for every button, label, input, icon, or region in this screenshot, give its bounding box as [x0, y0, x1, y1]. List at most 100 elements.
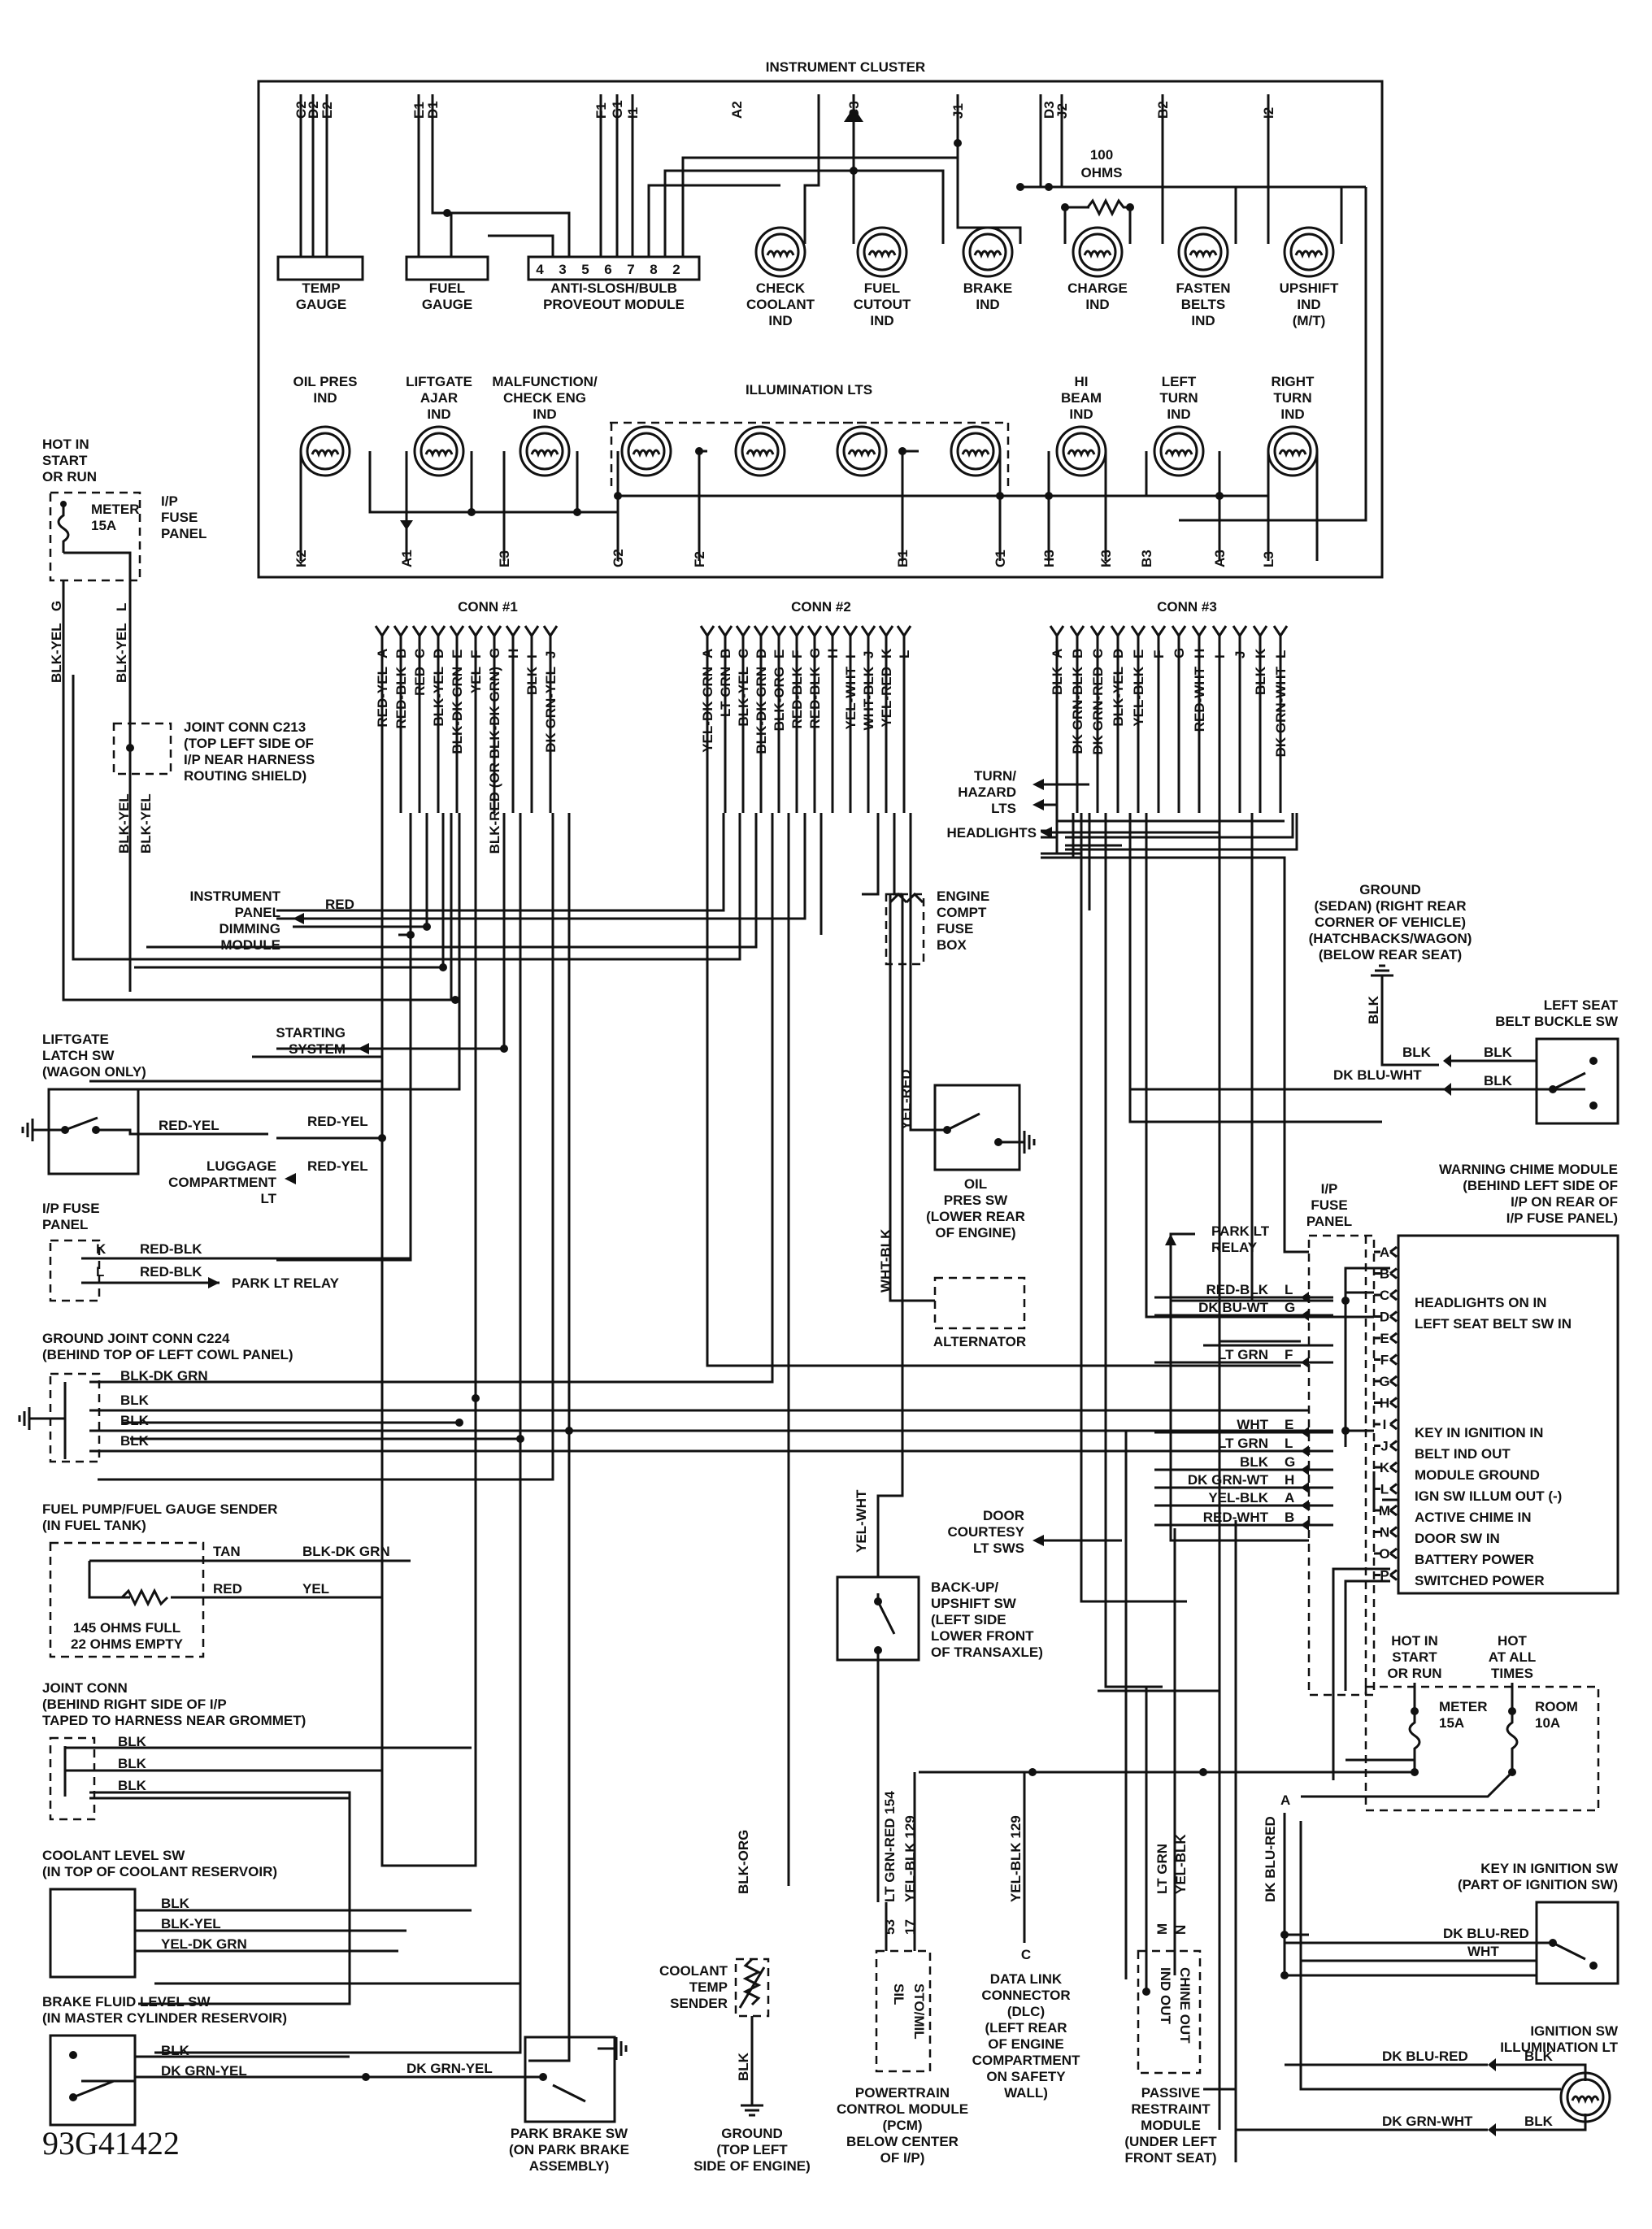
conn-pin-wire — [449, 625, 465, 813]
chime-pin-mark — [1374, 1526, 1398, 1538]
pcm-pin-1: 53 — [882, 1919, 898, 1935]
brake-fluid-2: (IN MASTER CYLINDER RESERVOIR) — [42, 2010, 287, 2026]
fuel-gauge — [405, 255, 489, 281]
park-brake-wire: DK GRN-YEL — [406, 2061, 493, 2076]
joint-c213-4: ROUTING SHIELD) — [184, 768, 306, 784]
chime-pin-mark — [1374, 1569, 1398, 1581]
chime-function: SWITCHED POWER — [1415, 1573, 1545, 1588]
conn-pin-wire — [1232, 625, 1248, 813]
conn-pin-wire — [1252, 625, 1268, 813]
module-pin: 2 — [672, 262, 680, 277]
chime-input-pin: E — [1285, 1417, 1293, 1432]
seat-belt-2: BELT BUCKLE SW — [1495, 1014, 1619, 1029]
illum-2: ILLUMINATION LT — [1500, 2040, 1618, 2055]
liftgate-3: (WAGON ONLY) — [42, 1064, 146, 1080]
park-lt-relay-2: RELAY — [1211, 1240, 1258, 1255]
module-pin: 8 — [650, 262, 657, 277]
joint-wire-1: BLK-YEL — [116, 793, 132, 854]
chime-pin-mark — [1374, 1353, 1398, 1366]
engine-fuse-4: BOX — [937, 937, 967, 953]
meter-fuse-2: 15A — [91, 518, 116, 533]
conn-pin: J — [1232, 651, 1248, 658]
chime-pin: F — [1380, 1353, 1389, 1368]
chime-function: ACTIVE CHIME IN — [1415, 1510, 1532, 1525]
chime-input-pin: F — [1285, 1347, 1293, 1362]
fuse-pin-g: G — [49, 601, 64, 611]
dlc-wire: YEL-BLK 129 — [1008, 1815, 1024, 1902]
chime-input-arrow — [1301, 1357, 1309, 1368]
pcm-label-1: POWERTRAIN — [855, 2085, 950, 2101]
cluster-component-labels: TEMPGAUGEFUELGAUGEANTI-SLOSH/BULBPROVEOU… — [293, 280, 1338, 422]
cluster-pin-top: A2 — [729, 101, 745, 119]
c224-1: GROUND JOINT CONN C224 — [42, 1331, 230, 1346]
dlc-7: ON SAFETY — [986, 2069, 1066, 2084]
chime-input-wire: DK BU-WT — [1198, 1300, 1269, 1315]
conn-pin: K — [879, 648, 894, 658]
conn-pin-wire — [1211, 625, 1228, 813]
door-courtesy-1: DOOR — [983, 1508, 1024, 1523]
left-side: HOT IN START OR RUN METER 15A I/P FUSE P… — [18, 437, 629, 2174]
conn-pin-wire — [771, 625, 787, 813]
chime-input-wire: LT GRN — [1218, 1347, 1268, 1362]
joint-c213-3: I/P NEAR HARNESS — [184, 752, 315, 767]
chime-function: KEY IN IGNITION IN — [1415, 1425, 1543, 1440]
hot-in-1: HOT IN — [42, 437, 89, 452]
joint-conn-2: (BEHIND RIGHT SIDE OF I/P — [42, 1697, 227, 1712]
conn-wire-label: BLK — [1050, 666, 1065, 695]
dlc-5: OF ENGINE — [988, 2036, 1064, 2052]
engine-fuse-1: ENGINE — [937, 889, 989, 904]
chime-pin-mark — [1374, 1310, 1398, 1323]
conn-pin-wire — [896, 625, 912, 813]
conn-wire-label: YEL-RED — [879, 667, 894, 728]
conn-pin-wire — [542, 625, 559, 813]
pcm-label-5: OF I/P) — [880, 2150, 925, 2166]
conn-pin: G — [1172, 648, 1187, 658]
restraint-in-1: IND OUT — [1158, 1967, 1173, 2025]
meter-fuse-1: METER — [91, 502, 140, 517]
conn-pin-wire — [806, 625, 823, 813]
conn-pin-wire — [393, 625, 409, 813]
fuse-wire-1: BLK-YEL — [49, 623, 64, 683]
conn-wire-label: BLK-YEL — [736, 667, 751, 727]
rhot-in-3: OR RUN — [1387, 1666, 1441, 1681]
alternator — [933, 1276, 1026, 1330]
conn-pin-wire — [860, 625, 876, 813]
cluster-component-label: IND — [870, 313, 893, 328]
park-brake-1: PARK BRAKE SW — [511, 2126, 628, 2141]
cluster-component-label: MALFUNCTION/ — [492, 374, 598, 389]
luggage-1: LUGGAGE — [206, 1158, 276, 1174]
conn-wire-label: BLK-DK GRN — [450, 667, 465, 754]
cluster-component-label: IND — [1191, 313, 1215, 328]
luggage-wire: RED-YEL — [307, 1158, 368, 1174]
conn-pin: F — [468, 650, 484, 658]
right-side: GROUND (SEDAN) (RIGHT REAR CORNER OF VEH… — [1124, 882, 1619, 2166]
cluster-component-label: CHARGE — [1067, 280, 1128, 296]
conn2-title: CONN #2 — [791, 599, 851, 615]
chime-pin-mark — [1374, 1418, 1398, 1431]
conn-pin: I — [524, 654, 540, 658]
chime-pin: D — [1380, 1310, 1389, 1325]
joint-conn-3: TAPED TO HARNESS NEAR GROMMET) — [42, 1713, 306, 1728]
conn-pin-wire — [789, 625, 805, 813]
conn-pin: D — [754, 649, 769, 658]
rgnd-4: (HATCHBACKS/WAGON) — [1309, 931, 1472, 946]
coolant-level-wire-1: BLK — [161, 1896, 190, 1911]
engine-fuse-3: FUSE — [937, 921, 973, 936]
turn-hazard-3: LTS — [991, 801, 1016, 816]
cluster-component-label: IND — [1069, 406, 1093, 422]
chime-function: DOOR SW IN — [1415, 1531, 1500, 1546]
chime-pin: B — [1380, 1267, 1389, 1282]
cluster-component-label: CHECK — [756, 280, 806, 296]
center-components: TURN/ HAZARD LTS HEADLIGHTS ENGINE COMPT… — [659, 768, 1219, 2174]
conn-pin: G — [487, 648, 502, 658]
module-pin: 3 — [559, 262, 566, 277]
cluster-component-label: TURN — [1273, 390, 1311, 406]
oil-pres-bulb — [299, 425, 351, 477]
conn-pin: E — [772, 650, 787, 658]
chime-pin: C — [1380, 1288, 1389, 1303]
cluster-pin-top: D3 — [1041, 101, 1057, 119]
cluster-component-label: (M/T) — [1293, 313, 1326, 328]
